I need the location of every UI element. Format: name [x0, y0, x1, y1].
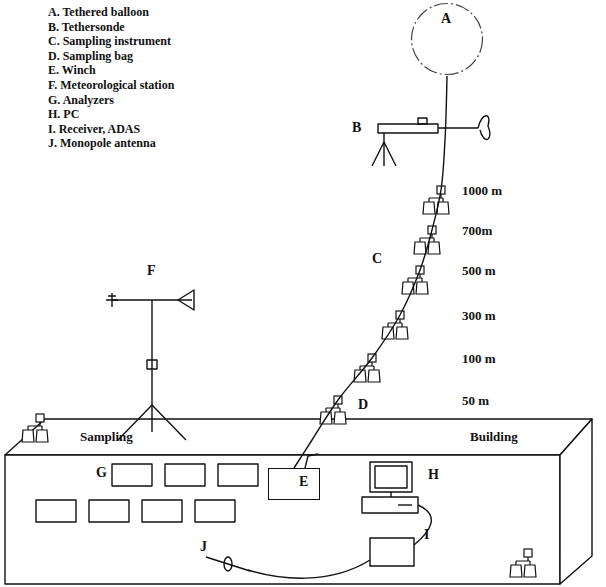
monopole-antenna: [206, 557, 250, 571]
building-roof: [5, 419, 592, 455]
sampling-bag: [402, 266, 428, 294]
key-entry: J. Monopole antenna: [48, 137, 156, 149]
key-entry: A. Tethered balloon: [48, 6, 149, 18]
key-entry: D. Sampling bag: [48, 50, 133, 62]
building-front: [5, 455, 560, 584]
height-label: 1000 m: [462, 184, 502, 197]
cable: [248, 560, 370, 578]
balloon: A: [410, 2, 484, 76]
callout-letter: I: [424, 528, 429, 542]
cable: [414, 505, 431, 545]
callout-letter: G: [96, 466, 107, 480]
winch-crank: [305, 454, 318, 468]
height-label: 700m: [462, 224, 492, 237]
sampling-bag: [354, 354, 380, 382]
meteorological-station: [106, 290, 194, 440]
height-label: 100 m: [462, 352, 496, 365]
winch-box: E: [268, 468, 320, 500]
pc: [362, 462, 418, 513]
callout-letter: E: [299, 475, 308, 489]
height-label: 50 m: [462, 394, 489, 407]
callout-letter: J: [200, 540, 207, 554]
sampling-bag: [510, 549, 536, 577]
building-label: Building: [470, 430, 518, 443]
sampling-bag: [22, 414, 48, 442]
building-side: [560, 419, 592, 584]
callout-letter: D: [358, 398, 368, 412]
building-label: Sampling: [80, 430, 133, 443]
receiver-box: [370, 538, 414, 566]
key-entry: F. Meteorological station: [48, 79, 174, 91]
tether-line: [294, 76, 447, 468]
key-entry: C. Sampling instrument: [48, 35, 171, 47]
sampling-bag: [320, 396, 346, 424]
key-entry: G. Analyzers: [48, 94, 114, 106]
key-entry: H. PC: [48, 108, 79, 120]
callout-letter: F: [147, 264, 156, 278]
callout-letter: B: [352, 121, 361, 135]
tethersonde: [372, 116, 490, 166]
callout-letter: C: [372, 252, 382, 266]
analyzer-boxes: [36, 464, 258, 522]
height-label: 300 m: [462, 309, 496, 322]
sampling-bag: [423, 186, 449, 214]
callout-letter: A: [441, 12, 451, 26]
key-entry: B. Tethersonde: [48, 21, 125, 33]
callout-letter: H: [428, 468, 439, 482]
key-entry: I. Receiver, ADAS: [48, 123, 140, 135]
height-label: 500 m: [462, 264, 496, 277]
key-entry: E. Winch: [48, 64, 96, 76]
